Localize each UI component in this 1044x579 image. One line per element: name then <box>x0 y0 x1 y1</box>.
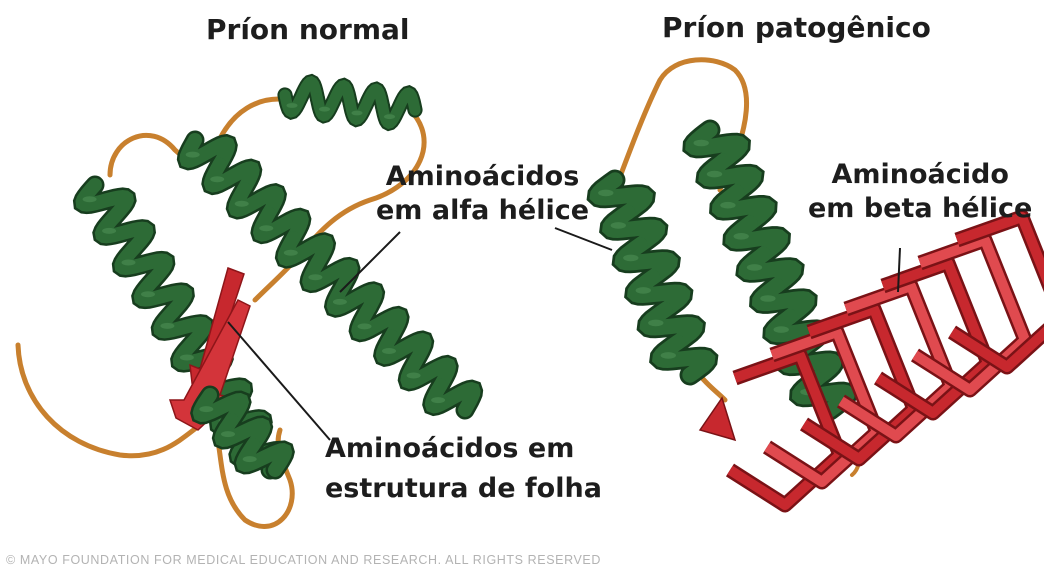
normal-helix-long-highlight <box>160 323 174 329</box>
normal-helix-diagonal-highlight <box>186 152 200 158</box>
alpha-helix-label: Aminoácidos em alfa hélice <box>376 160 589 228</box>
normal-helix-top-highlight <box>351 111 362 116</box>
pathogenic-helix-right-highlight <box>707 171 722 178</box>
pathogenic-helix-right-highlight <box>734 233 749 240</box>
pathogenic-helix-left-highlight <box>623 255 638 262</box>
pathogenic-prion-structure <box>598 60 1044 505</box>
pathogenic-helix-right-highlight <box>720 202 735 209</box>
normal-helix-top <box>285 82 415 123</box>
sheet-label-line-1: Aminoácidos em <box>325 432 602 466</box>
pathogenic-prion-title: Príon patogênico <box>662 10 931 45</box>
normal-helix-front-segment-highlight <box>243 456 257 462</box>
sheet-label-line-2: estrutura de folha <box>325 472 602 506</box>
alpha-helix-label-line-1: Aminoácidos <box>376 160 589 194</box>
beta-helix-label-line-2: em beta hélice <box>808 192 1032 226</box>
pathogenic-helix-right-highlight <box>747 264 762 271</box>
pathogenic-helix-right-highlight <box>694 140 709 147</box>
normal-helix-long-highlight <box>83 196 97 202</box>
normal-helix-top-highlight <box>319 107 330 112</box>
normal-helix-long-highlight <box>141 291 155 297</box>
pathogenic-helix-left-highlight <box>661 352 676 359</box>
beta-helix-label-line-1: Aminoácido <box>808 158 1032 192</box>
normal-helix-long-highlight <box>122 260 136 266</box>
normal-helix-front-group <box>199 395 285 470</box>
normal-helix-diagonal-highlight <box>308 274 322 280</box>
normal-prion-title: Príon normal <box>206 12 410 47</box>
pathogenic-helix-left <box>598 180 708 375</box>
sheet-structure-label: Aminoácidos em estrutura de folha <box>325 432 602 506</box>
normal-helix-diagonal-highlight <box>235 201 249 207</box>
normal-helix-diagonal-highlight <box>259 225 273 231</box>
normal-helix-diagonal-highlight <box>382 348 396 354</box>
copyright-notice: © MAYO FOUNDATION FOR MEDICAL EDUCATION … <box>6 553 601 567</box>
normal-helix-diagonal-highlight <box>407 373 421 379</box>
normal-helix-front-segment-highlight <box>199 406 213 412</box>
normal-helix-top-highlight <box>384 114 395 119</box>
pathogenic-helix-right-highlight <box>760 295 775 302</box>
normal-helix-diagonal-highlight <box>210 176 224 182</box>
normal-helix-diagonal-highlight <box>333 299 347 305</box>
normal-helix-long-highlight <box>102 228 116 234</box>
normal-helix-top-highlight <box>286 103 297 108</box>
normal-helix-diagonal-highlight <box>358 323 372 329</box>
beta-helix-label: Aminoácido em beta hélice <box>808 158 1032 226</box>
beta-arrow-head <box>700 398 735 440</box>
pathogenic-helix-left-highlight <box>636 287 651 294</box>
pathogenic-helix-left-highlight <box>611 222 626 229</box>
pathogenic-helix-left-highlight <box>598 190 613 197</box>
normal-helix-diagonal-highlight <box>431 397 445 403</box>
normal-helix-long-highlight <box>180 355 194 361</box>
normal-helix-front-segment-highlight <box>221 431 235 437</box>
pathogenic-helix-left-highlight <box>648 320 663 327</box>
normal-helix-diagonal-highlight <box>284 250 298 256</box>
alpha-helix-label-line-2: em alfa hélice <box>376 194 589 228</box>
normal-helix-front-segment <box>199 395 285 470</box>
pathogenic-helix-right-highlight <box>774 326 789 333</box>
